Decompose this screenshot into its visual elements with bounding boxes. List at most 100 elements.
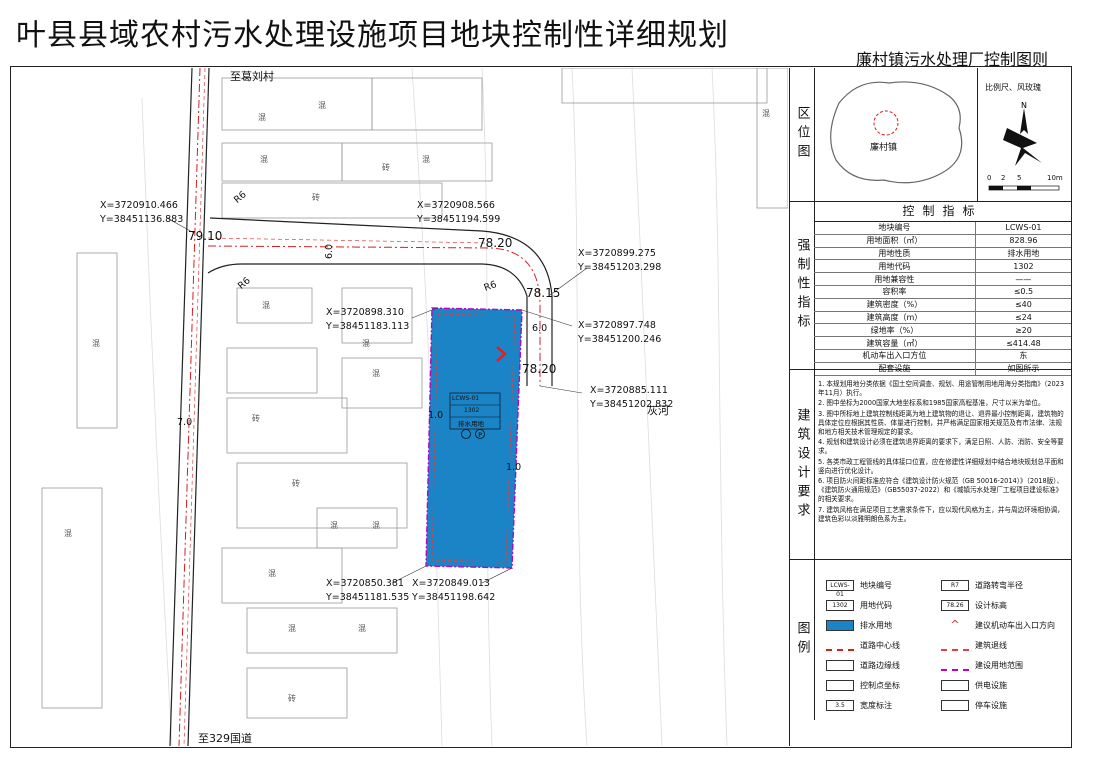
indicator-key: 用地面积（㎡）: [814, 234, 976, 248]
requirements-text: 1. 本规划用地分类依据《国土空间调查、规划、用途管制用地用海分类指南》（202…: [818, 380, 1066, 525]
legend-symbol: [941, 680, 969, 691]
indicator-key: 建筑密度（%）: [814, 298, 976, 312]
location-map: 廉村镇: [814, 68, 978, 202]
indicator-value: 如图所示: [975, 362, 1071, 376]
indicator-row: 绿地率（%）≥20: [814, 323, 1071, 338]
location-section: 区位图 廉村镇 比例尺、风玫瑰 N 0 2 5 10m: [790, 68, 1071, 202]
width-label: 7.0: [177, 417, 193, 428]
building-label: 混: [288, 624, 296, 633]
building-label: 砖: [288, 694, 296, 703]
indicator-value: ≤0.5: [975, 285, 1071, 299]
plan-map[interactable]: P 至葛刘村 至329国道 灰河 79.10 78.20 78.15 78.20…: [12, 68, 788, 746]
coord-y: Y=38451203.298: [578, 262, 662, 273]
parcel-use-name: 排水用地: [458, 420, 484, 428]
legend-item: 道路中心线: [826, 640, 900, 651]
legend-symbol: [826, 660, 854, 671]
legend-text: 道路边缘线: [860, 661, 900, 670]
requirement-item: 2. 图中坐标为2000国家大地坐标系和1985国家高程基准，尺寸以米为单位。: [818, 399, 1045, 408]
indicator-row: 用地面积（㎡）828.96: [814, 234, 1071, 248]
coord-y: Y=38451202.832: [590, 399, 674, 410]
coord-x: X=3720899.275: [578, 248, 656, 259]
building-label: 混: [260, 155, 268, 164]
building-label: 混: [372, 521, 380, 530]
legend-symbol: [826, 620, 854, 631]
building-label: 混: [318, 101, 326, 110]
indicator-key: 用地代码: [814, 259, 976, 274]
page-subtitle: 廉村镇污水处理厂控制图则: [856, 50, 1049, 69]
building-label: 混: [762, 109, 770, 118]
indicator-key: 配套设施: [814, 362, 976, 376]
requirement-item: 3. 图中所标地上建筑控制线距离为地上建筑物的退让、退界最小控制距离，建筑物的具…: [818, 409, 1064, 437]
elevation-label: 78.15: [526, 286, 561, 300]
coord-x: X=3720850.381: [326, 578, 404, 589]
coord-leaders: [166, 217, 588, 584]
side-panel: 区位图 廉村镇 比例尺、风玫瑰 N 0 2 5 10m 强制性: [789, 68, 1071, 746]
legend-item: 控制点坐标: [826, 680, 900, 691]
legend-text: 地块编号: [860, 581, 892, 590]
drawing-frame: [10, 66, 1072, 748]
legend-item: 排水用地: [826, 620, 892, 631]
road-label-south: 至329国道: [198, 732, 252, 745]
width-label: 6.0: [324, 243, 336, 260]
width-label: 1.0: [506, 462, 522, 473]
building-label: 混: [92, 339, 100, 348]
building-label: 混: [262, 301, 270, 310]
legend-text: 控制点坐标: [860, 681, 900, 690]
coord-x: X=3720897.748: [578, 320, 656, 331]
parcel-use-code: 1302: [464, 407, 480, 414]
building-label: 混: [422, 155, 430, 164]
coord-x: X=3720898.310: [326, 307, 404, 318]
building-label: 混: [358, 624, 366, 633]
main-road: [169, 68, 210, 746]
indicator-row: 用地性质排水用地: [814, 247, 1071, 261]
compass-icon: N: [988, 101, 1060, 191]
legend-text: 宽度标注: [860, 701, 892, 710]
indicator-key: 建筑高度（m）: [814, 311, 976, 325]
legend-item: 建筑退线: [941, 640, 1007, 651]
legend-text: 建筑退线: [975, 641, 1007, 650]
requirement-item: 5. 各类市政工程管线的具体接口位置，应在修建性详细规划中结合地块规划总平面和竖…: [818, 457, 1064, 475]
legend-symbol: R7: [941, 580, 969, 591]
legend-item: 停车设施: [941, 700, 1007, 711]
requirement-item: 6. 项目防火间距标准应符合《建筑设计防火规范（GB 50016-2014）》（…: [818, 477, 1064, 504]
coord-y: Y=38451183.113: [326, 321, 410, 332]
legend-symbol: 78.26: [941, 600, 969, 611]
indicators-label: 强制性指标: [790, 202, 815, 369]
coord-x: X=3720885.111: [590, 385, 668, 396]
legend-item: 78.26 设计标高: [941, 600, 1007, 611]
indicator-value: 1302: [975, 259, 1071, 274]
scale-tick: 10m: [1047, 174, 1063, 182]
branch-road: [207, 217, 553, 386]
parcel-code: LCWS-01: [452, 395, 480, 402]
svg-text:P: P: [478, 432, 482, 439]
indicator-value: 828.96: [975, 234, 1071, 248]
legend-text: 设计标高: [975, 601, 1007, 610]
building-label: 混: [372, 369, 380, 378]
scale-tick: 2: [1001, 174, 1006, 182]
indicator-row: 建筑密度（%）≤40: [814, 298, 1071, 312]
scale-title: 比例尺、风玫瑰: [985, 83, 1041, 92]
building-label: 砖: [312, 193, 320, 202]
existing-buildings: [41, 68, 788, 719]
coord-x: X=3720910.466: [100, 200, 178, 211]
legend-symbol: 1302: [826, 600, 854, 611]
legend-symbol: [826, 640, 854, 651]
indicator-key: 容积率: [814, 285, 976, 299]
indicator-key: 地块编号: [814, 222, 976, 235]
legend-text: 建设用地范围: [975, 661, 1023, 670]
legend-text: 建议机动车出入口方向: [975, 621, 1055, 630]
indicators-title: 控制指标: [814, 202, 1071, 222]
road-label-north: 至葛刘村: [230, 70, 274, 83]
indicator-key: 用地性质: [814, 247, 976, 261]
coord-y: Y=38451181.535: [326, 592, 410, 603]
requirements-label: 建筑设计要求: [790, 370, 815, 559]
building-label: 混: [330, 521, 338, 530]
legend-item: ^建议机动车出入口方向: [941, 619, 1055, 631]
requirements-section: 建筑设计要求 1. 本规划用地分类依据《国土空间调查、规划、用途管制用地用海分类…: [790, 370, 1071, 560]
